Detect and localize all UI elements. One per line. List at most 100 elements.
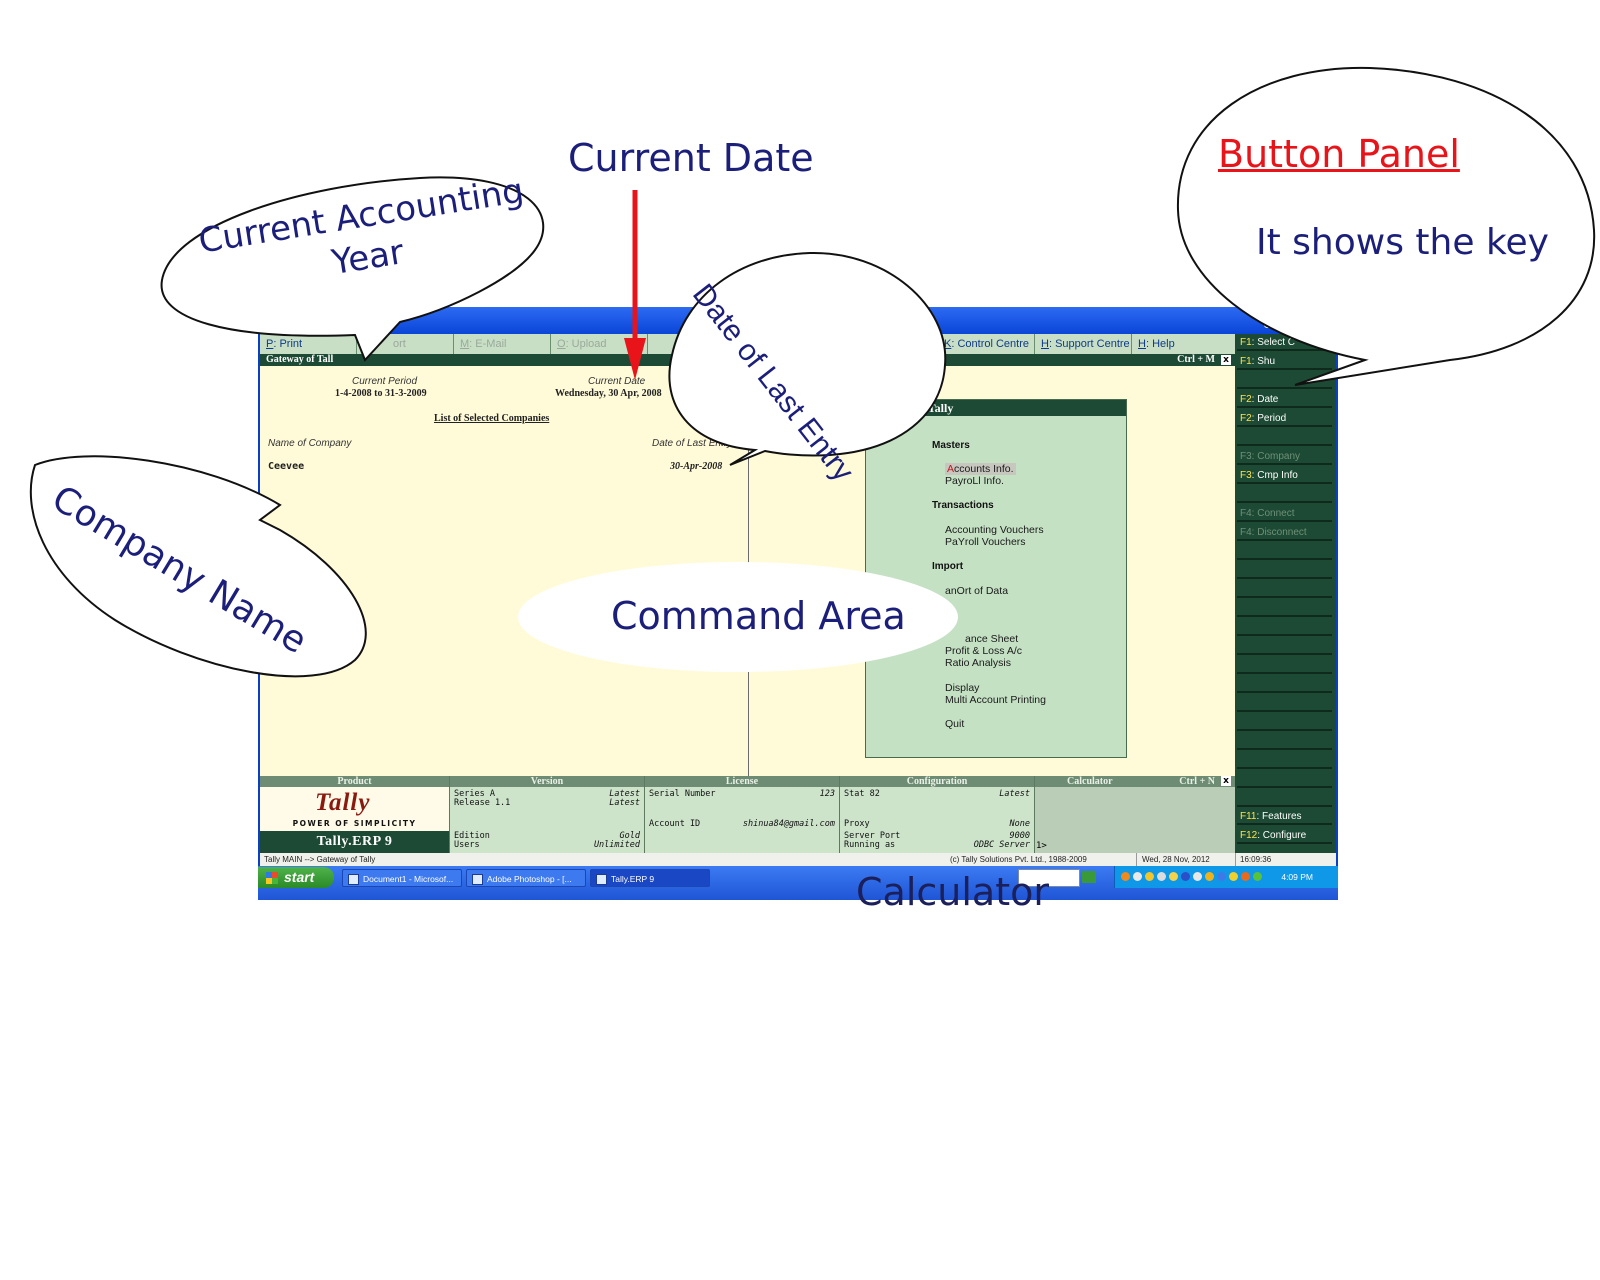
menu-balance-sheet[interactable]: ance Sheet <box>965 633 1019 645</box>
document-icon <box>348 874 359 885</box>
system-tray: 4:09 PM <box>1114 866 1338 888</box>
export-button[interactable]: ort <box>357 334 454 354</box>
product-name: Tally.ERP 9 <box>260 831 449 853</box>
fkey-f2-date[interactable]: F2: Date <box>1237 391 1332 408</box>
button-panel-empty-slot <box>1237 676 1332 693</box>
import-heading: Import <box>932 561 964 572</box>
button-panel-empty-slot <box>1237 562 1332 579</box>
toolbar-search-box[interactable] <box>1018 869 1080 887</box>
users-value: Unlimited <box>593 840 640 850</box>
current-period-label: Current Period <box>352 376 418 387</box>
work-area: Current Period 1-4-2008 to 31-3-2009 Cur… <box>260 366 1235 776</box>
status-path: Tally MAIN --> Gateway of Tally <box>264 855 376 864</box>
button-panel-empty-slot <box>1237 543 1332 560</box>
fkey-f2-period[interactable]: F2: Period <box>1237 410 1332 427</box>
menu-profit-loss[interactable]: Profit & Loss A/c <box>945 645 1023 657</box>
support-centre-button[interactable]: H: Support Centre <box>1035 334 1132 354</box>
serial-label: Serial Number <box>649 789 716 799</box>
menu-import-of-data[interactable]: anOrt of Data <box>945 585 1009 597</box>
gateway-menu: ateway of Tally Masters Accounts Info. P… <box>865 399 1127 758</box>
product-panel: Product Tally POWER OF SIMPLICITY Tally.… <box>260 776 450 853</box>
last-entry-date: 30-Apr-2008 <box>670 461 723 472</box>
button-panel-empty-slot <box>1237 600 1332 617</box>
edition-label: Edition <box>454 831 490 841</box>
proxy-label: Proxy <box>844 819 870 829</box>
product-header: Product <box>260 776 449 787</box>
fkey-f11-features[interactable]: F11: Features <box>1237 808 1332 825</box>
task-photoshop[interactable]: Adobe Photoshop - [... <box>466 869 586 887</box>
tray-app-icon[interactable] <box>1157 872 1166 881</box>
fkey-f3-company[interactable]: F3: Company <box>1237 448 1332 465</box>
task-tally[interactable]: Tally.ERP 9 <box>590 869 710 887</box>
fkey-f1-shu[interactable]: F1: Shu <box>1237 353 1332 370</box>
fkey-f4-disconnect[interactable]: F4: Disconnect <box>1237 524 1332 541</box>
tray-app-icon[interactable] <box>1241 872 1250 881</box>
proxy-value: None <box>1009 819 1030 829</box>
start-button[interactable]: start <box>258 867 334 888</box>
tray-app-icon[interactable] <box>1217 872 1226 881</box>
upload-button[interactable]: O: Upload <box>551 334 648 354</box>
fkey-f3-cmp-info[interactable]: F3: Cmp Info <box>1237 467 1332 484</box>
menu-payroll-vouchers[interactable]: PaYroll Vouchers <box>945 536 1026 548</box>
release-label: Release 1.1 <box>454 798 511 808</box>
button-panel-empty-slot <box>1237 752 1332 769</box>
menu-display[interactable]: Display <box>945 682 980 694</box>
button-panel-empty-slot <box>1237 657 1332 674</box>
series-label: Series A <box>454 789 495 799</box>
screen-shortcut: Ctrl + M <box>1177 354 1215 365</box>
company-info-panel: Current Period 1-4-2008 to 31-3-2009 Cur… <box>260 366 749 776</box>
button-panel-empty-slot <box>1237 486 1332 503</box>
menu-ratio-analysis[interactable]: Ratio Analysis <box>945 657 1011 669</box>
tray-app-icon[interactable] <box>1121 872 1130 881</box>
tray-app-icon[interactable] <box>1169 872 1178 881</box>
print-button[interactable]: P: Print <box>260 334 357 354</box>
status-date: Wed, 28 Nov, 2012 <box>1142 855 1210 864</box>
tray-app-icon[interactable] <box>1253 872 1262 881</box>
tray-app-icon[interactable] <box>1181 872 1190 881</box>
calculator-header: Calculator Ctrl + N x <box>1035 776 1235 787</box>
menu-accounts-info[interactable]: Accounts Info. <box>945 463 1016 475</box>
photoshop-icon <box>472 874 483 885</box>
close-icon[interactable]: x <box>1221 355 1231 365</box>
serial-value: 123 <box>819 789 835 799</box>
calculator-panel[interactable]: Calculator Ctrl + N x 1> <box>1035 776 1235 853</box>
transactions-heading: Transactions <box>932 500 994 511</box>
account-id-value: shinua84@gmail.com <box>742 819 835 829</box>
users-label: Users <box>454 840 480 850</box>
tally-logo: Tally <box>315 789 371 816</box>
tray-app-icon[interactable] <box>1229 872 1238 881</box>
menu-multi-account-printing[interactable]: Multi Account Printing <box>945 694 1046 706</box>
list-heading: List of Selected Companies <box>434 413 550 424</box>
screen-title: Gateway of Tall <box>266 354 334 365</box>
tray-app-icon[interactable] <box>1145 872 1154 881</box>
email-button[interactable]: M: E-Mail <box>454 334 551 354</box>
go-arrow-icon[interactable] <box>1082 871 1096 883</box>
help-button[interactable]: H: Help <box>1138 338 1175 350</box>
fkey-f12-configure[interactable]: F12: Configure <box>1237 827 1332 844</box>
command-area-bubble <box>518 562 958 672</box>
current-date-label: Current Date <box>588 376 646 387</box>
calculator-prompt[interactable]: 1> <box>1036 841 1047 851</box>
running-as-value: ODBC Server <box>973 840 1030 850</box>
tray-app-icon[interactable] <box>1133 872 1142 881</box>
status-bar: Tally MAIN --> Gateway of Tally (c) Tall… <box>260 853 1336 866</box>
control-centre-button[interactable]: K: Control Centre <box>938 334 1035 354</box>
calculator-close-icon[interactable]: x <box>1221 776 1231 786</box>
company-name[interactable]: Ceevee <box>268 461 305 472</box>
task-word[interactable]: Document1 - Microsof... <box>342 869 462 887</box>
configuration-header: Configuration <box>840 776 1034 787</box>
menu-payroll-info[interactable]: PayroLl Info. <box>945 475 1004 487</box>
fkey-f4-connect[interactable]: F4: Connect <box>1237 505 1332 522</box>
menu-quit[interactable]: Quit <box>945 718 965 730</box>
system-clock: 4:09 PM <box>1281 872 1313 882</box>
tally-app-icon <box>596 874 607 885</box>
tray-app-icon[interactable] <box>1193 872 1202 881</box>
button-panel-empty-slot <box>1237 733 1332 750</box>
menu-accounting-vouchers[interactable]: Accounting Vouchers <box>945 524 1044 536</box>
button-panel-desc: It shows the key <box>1256 222 1549 263</box>
button-panel-empty-slot <box>1237 714 1332 731</box>
tray-app-icon[interactable] <box>1205 872 1214 881</box>
stat-label: Stat 82 <box>844 789 880 799</box>
windows-taskbar: start Document1 - Microsof... Adobe Phot… <box>258 866 1338 900</box>
